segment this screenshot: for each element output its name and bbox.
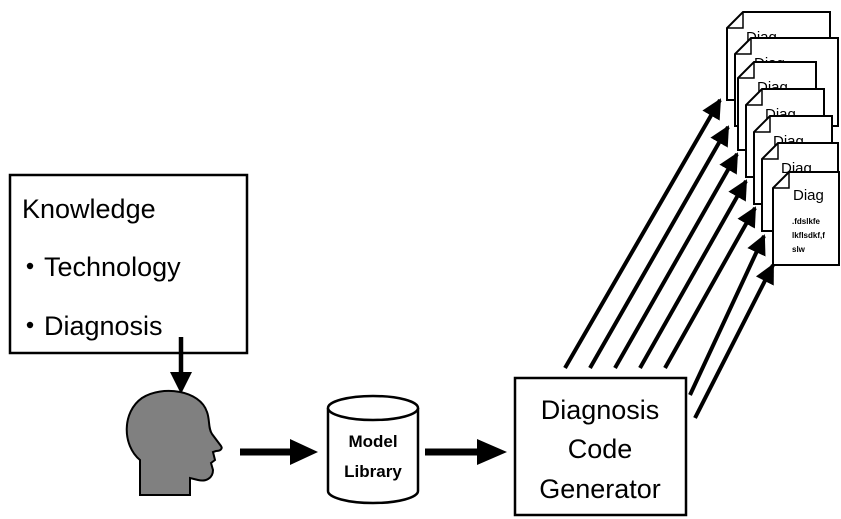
output-document-stack: Diag Diag Diag Diag Diag Diag — [726, 11, 840, 266]
output-arrows — [563, 98, 775, 419]
output-arrow — [663, 206, 757, 369]
output-arrow — [638, 179, 748, 369]
knowledge-title: Knowledge — [22, 194, 156, 224]
model-library-label-line2: Library — [344, 462, 402, 481]
code-generator-box: Diagnosis Code Generator — [513, 376, 688, 517]
output-arrow — [613, 152, 739, 369]
output-arrow — [563, 98, 722, 370]
generator-label-line1: Diagnosis — [541, 395, 660, 425]
knowledge-item-technology: Technology — [44, 252, 181, 282]
knowledge-item-diagnosis: Diagnosis — [44, 311, 163, 341]
document-code-line: .fdslkfe — [792, 217, 821, 226]
output-arrow — [693, 263, 775, 419]
folded-corner-document-icon: Diag .fdslkfe lkflsdkf,f slw — [772, 171, 840, 266]
document-label: Diag — [793, 187, 824, 204]
arrow-library-to-generator — [425, 439, 507, 465]
bullet-technology — [26, 262, 34, 270]
document-code-line: slw — [792, 245, 806, 254]
model-library-label-line1: Model — [348, 432, 397, 451]
output-arrow — [688, 234, 766, 396]
bullet-diagnosis — [26, 321, 34, 329]
output-arrow — [588, 125, 730, 369]
arrow-head-to-library — [240, 439, 318, 465]
generator-label-line2: Code — [568, 434, 633, 464]
knowledge-box: Knowledge Technology Diagnosis — [8, 173, 249, 355]
generator-label-line3: Generator — [539, 474, 661, 504]
cylinder-database-icon: Model Library — [326, 394, 420, 505]
document-code-line: lkflsdkf,f — [792, 231, 825, 240]
arrow-knowledge-to-head — [170, 337, 192, 394]
human-head-silhouette-icon — [125, 389, 223, 496]
